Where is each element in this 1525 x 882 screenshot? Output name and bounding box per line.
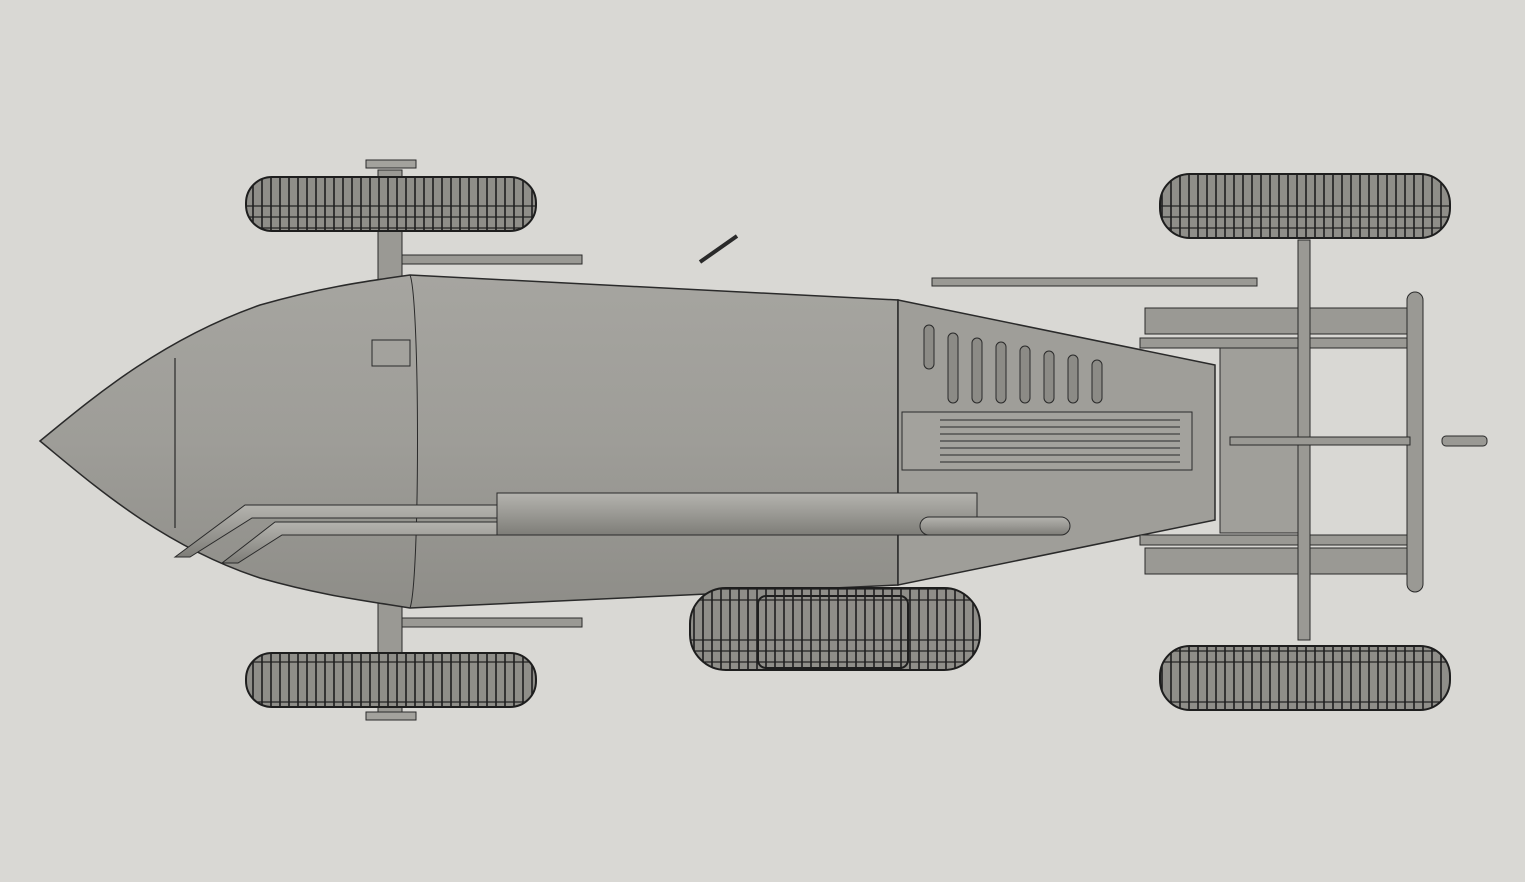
rear-suspension: [1139, 239, 1488, 641]
rear-left-wheel: [1159, 173, 1451, 239]
louvers: [923, 324, 1103, 404]
car-body: [38, 274, 899, 609]
steering-rods: [401, 234, 1258, 628]
exhaust-pipes: [173, 492, 1071, 564]
front-left-wheel: [245, 176, 537, 232]
front-right-wheel: [245, 652, 537, 708]
rear-right-wheel: [1159, 645, 1451, 711]
spare-wheel: [689, 587, 981, 671]
radiator-fins: [901, 411, 1193, 471]
